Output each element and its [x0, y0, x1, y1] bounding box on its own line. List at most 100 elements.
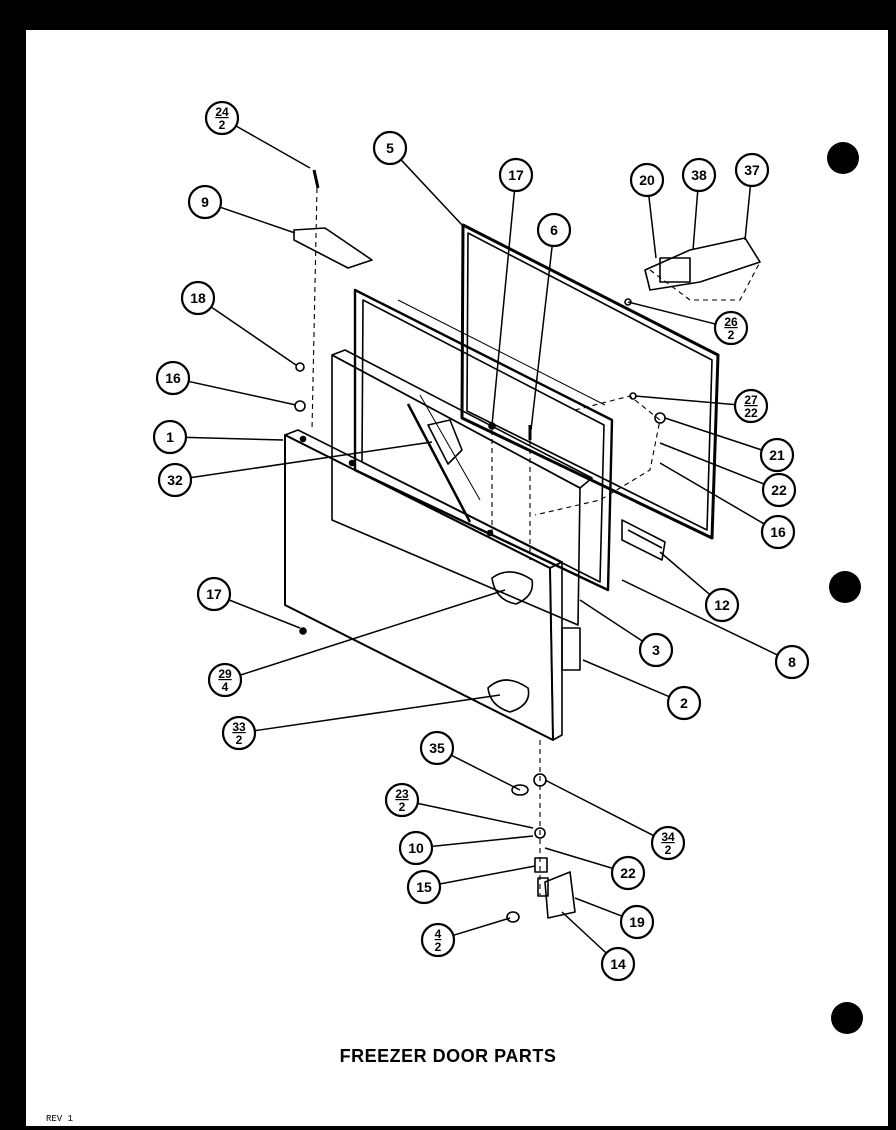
- callout-circle: [733, 388, 769, 424]
- leader-line: [439, 865, 536, 885]
- callout-circle: [704, 587, 740, 623]
- callout-part-19: 19: [574, 897, 655, 940]
- callout-part-35: 35: [419, 730, 521, 791]
- callout-number: 3: [652, 642, 660, 658]
- callout-circle: [372, 130, 408, 166]
- leader-line: [659, 462, 765, 525]
- leader-line: [228, 599, 301, 629]
- leader-line: [659, 551, 711, 596]
- leader-line: [400, 159, 464, 227]
- callout-circle: [207, 662, 243, 698]
- callout-circle: [774, 644, 810, 680]
- callout-number: 22: [771, 482, 787, 498]
- callout-circle: [155, 360, 191, 396]
- callout-part-16: 16: [155, 360, 297, 406]
- callout-qty: 2: [665, 843, 672, 857]
- callout-number: 33: [232, 720, 246, 734]
- leader-line: [544, 847, 613, 870]
- leader-line: [190, 441, 433, 479]
- door-gasket-outer: [460, 223, 720, 540]
- callout-part-32: 32: [157, 441, 433, 498]
- liner-panel: [331, 354, 581, 626]
- leader-line: [188, 380, 297, 406]
- callout-part-29: 294: [207, 589, 506, 698]
- callout-circle: [196, 576, 232, 612]
- leader-line: [185, 436, 284, 441]
- leader-line: [621, 579, 778, 656]
- callout-qty: 22: [744, 406, 758, 420]
- leader-line: [627, 301, 716, 325]
- leader-line: [574, 897, 623, 917]
- diagram-caption: FREEZER DOOR PARTS: [339, 1046, 557, 1066]
- callout-part-23: 232: [384, 782, 534, 829]
- revision-mark: REV 1: [46, 1114, 74, 1124]
- callout-part-5: 5: [372, 130, 464, 227]
- leader-line: [450, 754, 521, 791]
- callout-number: 8: [788, 654, 796, 670]
- callout-number: 37: [744, 162, 760, 178]
- callout-circle: [498, 157, 534, 193]
- callout-circle: [759, 437, 795, 473]
- inner-liner-frame: [353, 288, 614, 592]
- callout-circle: [666, 685, 702, 721]
- callout-number: 20: [639, 172, 655, 188]
- callout-number: 27: [744, 393, 758, 407]
- leader-line: [530, 245, 553, 431]
- callout-part-10: 10: [398, 830, 534, 866]
- callout-qty: 2: [236, 733, 243, 747]
- callout-circle: [713, 310, 749, 346]
- leader-line: [648, 195, 657, 259]
- callout-circle: [419, 730, 455, 766]
- callout-part-16: 16: [659, 462, 796, 550]
- callout-circle: [384, 782, 420, 818]
- callout-number: 26: [724, 315, 738, 329]
- callout-number: 18: [190, 290, 206, 306]
- callout-qty: 2: [219, 118, 226, 132]
- callout-circle: [650, 825, 686, 861]
- callout-number: 17: [508, 167, 524, 183]
- callout-circle: [610, 855, 646, 891]
- callout-number: 38: [691, 167, 707, 183]
- callout-number: 1: [166, 429, 174, 445]
- callout-circle: [204, 100, 240, 136]
- leader-line: [491, 190, 516, 426]
- callout-number: 23: [395, 787, 409, 801]
- callout-number: 4: [435, 927, 442, 941]
- leader-line: [664, 417, 763, 451]
- callout-circle: [619, 904, 655, 940]
- callout-circle: [638, 632, 674, 668]
- callout-circle: [734, 152, 770, 188]
- callout-number: 22: [620, 865, 636, 881]
- callout-qty: 4: [222, 680, 229, 694]
- leader-line: [453, 917, 511, 937]
- callout-part-1: 1: [152, 419, 284, 455]
- callout-part-22: 22: [544, 847, 646, 891]
- callout-circle: [681, 157, 717, 193]
- callout-number: 35: [429, 740, 445, 756]
- callout-qty: 2: [728, 328, 735, 342]
- callout-number: 16: [165, 370, 181, 386]
- leader-line: [544, 779, 655, 837]
- callout-part-17: 17: [491, 157, 534, 426]
- callout-number: 12: [714, 597, 730, 613]
- callout-number: 9: [201, 194, 209, 210]
- door-gasket-inner: [466, 232, 713, 531]
- callout-circle: [629, 162, 665, 198]
- callout-part-34: 342: [544, 779, 686, 861]
- callout-circle: [398, 830, 434, 866]
- callout-part-15: 15: [406, 865, 536, 905]
- hinge-cover: [293, 227, 373, 269]
- leader-line: [219, 206, 296, 234]
- inner-liner-inner: [361, 299, 605, 583]
- callout-number: 24: [215, 105, 229, 119]
- callout-part-18: 18: [180, 280, 297, 366]
- leader-line: [235, 125, 311, 169]
- callout-circle: [180, 280, 216, 316]
- leader-line: [582, 659, 670, 698]
- callout-number: 5: [386, 140, 394, 156]
- callout-part-33: 332: [221, 694, 501, 751]
- callout-circle: [761, 472, 797, 508]
- leader-line: [579, 599, 644, 642]
- leader-line: [417, 802, 534, 829]
